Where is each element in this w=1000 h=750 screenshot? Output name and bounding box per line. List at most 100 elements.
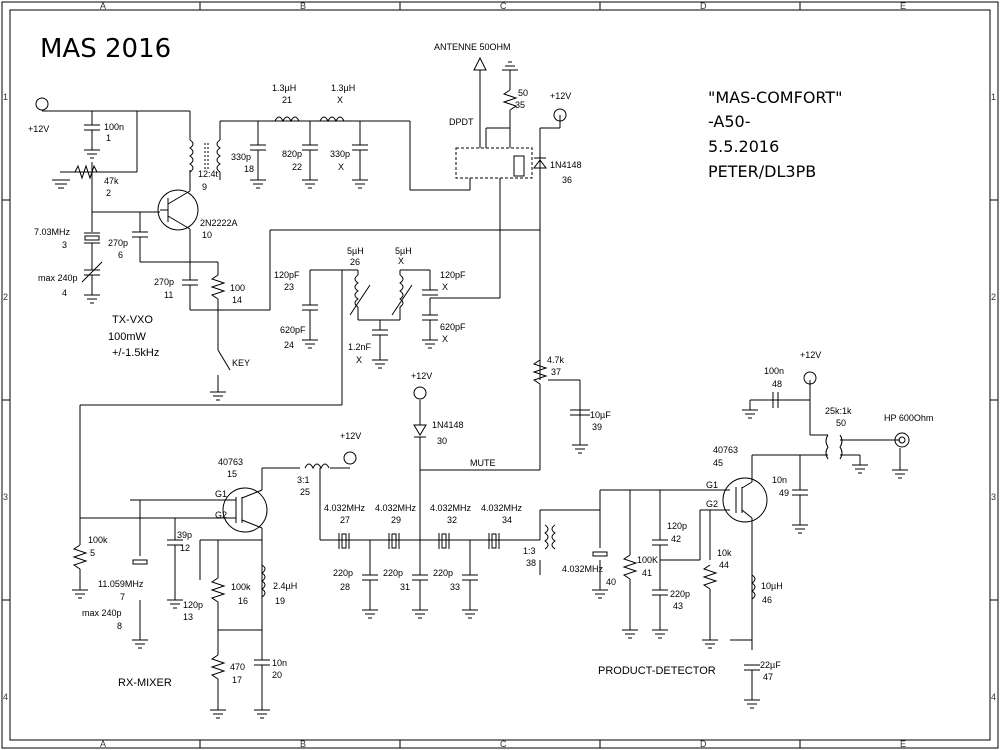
t25-value: 3:1 (297, 475, 310, 485)
l19-ref: 19 (275, 596, 285, 606)
row-2-right: 2 (991, 292, 996, 302)
col-e-top: E (900, 1, 906, 11)
v12-label-5: +12V (800, 350, 821, 360)
c4-value: max 240p (38, 273, 78, 283)
c31-ref: 31 (400, 582, 410, 592)
t25-ref: 25 (300, 487, 310, 497)
c8-ref: 8 (117, 621, 122, 631)
c12-value: 39p (177, 530, 192, 540)
x3-ref: 3 (62, 240, 67, 250)
c47-value: 22µF (760, 660, 781, 670)
t50-value: 25k:1k (825, 406, 852, 416)
info-line-author: PETER/DL3PB (708, 162, 816, 181)
page-title: MAS 2016 (40, 34, 171, 64)
r5-value: 100k (88, 535, 108, 545)
col-c-top: C (500, 1, 507, 11)
c22-ref: 22 (292, 162, 302, 172)
r2-value: 47k (104, 176, 119, 186)
c8-value: max 240p (82, 608, 122, 618)
mute-label: MUTE (470, 458, 496, 468)
lx-value: 1.3µH (331, 83, 355, 93)
c4-ref: 4 (62, 288, 67, 298)
r14-value: 100 (230, 283, 245, 293)
r5-ref: 5 (90, 548, 95, 558)
l21-ref: 21 (282, 95, 292, 105)
d36-ref: 36 (562, 175, 572, 185)
r2-ref: 2 (106, 188, 111, 198)
v12-label-3: +12V (411, 371, 432, 381)
c11-ref: 11 (164, 290, 173, 300)
c49-ref: 49 (779, 488, 789, 498)
x27-ref: 27 (340, 515, 350, 525)
rxmixer-label: RX-MIXER (118, 677, 172, 689)
c1-value: 100n (104, 122, 124, 132)
c20-ref: 20 (272, 670, 282, 680)
r16-value: 100k (231, 582, 251, 592)
x34-value: 4.032MHz (481, 503, 523, 513)
x40-value: 4.032MHz (562, 564, 604, 574)
cx4-value: 1.2nF (348, 342, 372, 352)
hp-label: HP 600Ohm (884, 413, 933, 423)
r35-ref: 35 (515, 100, 525, 110)
c47-ref: 47 (763, 672, 773, 682)
txvxo-power: 100mW (108, 331, 147, 343)
c6-value: 270p (108, 238, 128, 248)
v12-label-2: +12V (550, 91, 571, 101)
c6-ref: 6 (118, 250, 123, 260)
c33-value: 220p (433, 568, 453, 578)
c49-value: 10n (772, 475, 787, 485)
t9-value: 12:4t (198, 169, 219, 179)
row-3-right: 3 (991, 492, 996, 502)
l26-ref: 26 (350, 257, 360, 267)
q10-value: 2N2222A (200, 218, 238, 228)
supply-symbols (35, 56, 910, 465)
txvxo-label: TX-VXO (112, 314, 153, 326)
r35-value: 50 (518, 88, 528, 98)
c43-ref: 43 (673, 601, 683, 611)
c13-ref: 13 (183, 612, 193, 622)
cx3-ref: X (442, 334, 448, 344)
row-4-left: 4 (3, 692, 8, 702)
block-labels: TX-VXO 100mW +/-1.5kHz RX-MIXER PRODUCT-… (28, 42, 933, 689)
info-line-name: "MAS-COMFORT" (708, 88, 843, 107)
cx3-value: 620pF (440, 322, 466, 332)
row-1-left: 1 (3, 92, 8, 102)
lx2-ref: X (398, 256, 404, 266)
c20-value: 10n (272, 658, 287, 668)
col-d-top: D (700, 1, 707, 11)
x29-ref: 29 (391, 515, 401, 525)
wiring (42, 70, 901, 710)
c12-ref: 12 (180, 543, 190, 553)
product-detector-label: PRODUCT-DETECTOR (598, 665, 716, 677)
col-b-bottom: B (300, 739, 306, 749)
col-d-bottom: D (700, 739, 707, 749)
x32-value: 4.032MHz (430, 503, 472, 513)
r16-ref: 16 (238, 596, 248, 606)
v12-label-4: +12V (340, 431, 361, 441)
r41-ref: 41 (642, 568, 652, 578)
c11-value: 270p (154, 277, 174, 287)
col-a-top: A (100, 1, 106, 11)
c24-value: 620pF (280, 325, 306, 335)
t9-ref: 9 (202, 182, 207, 192)
g1-pd: G1 (706, 480, 718, 490)
r44-ref: 44 (719, 560, 729, 570)
lx2-value: 5µH (395, 246, 412, 256)
c28-ref: 28 (340, 582, 350, 592)
x7-value: 11.059MHz (98, 579, 144, 589)
q15-value: 40763 (218, 457, 243, 467)
c1-ref: 1 (106, 133, 111, 143)
dpdt-label: DPDT (449, 117, 474, 127)
cx1-value: 330p (330, 149, 350, 159)
l19-value: 2.4µH (273, 581, 297, 591)
x32-ref: 32 (447, 515, 457, 525)
v12-label-1: +12V (28, 124, 49, 134)
d30-ref: 30 (437, 436, 447, 446)
c39-ref: 39 (592, 422, 602, 432)
x3-value: 7.03MHz (34, 227, 71, 237)
col-a-bottom: A (100, 739, 106, 749)
l46-value: 10µH (761, 581, 783, 591)
l46-ref: 46 (762, 595, 772, 605)
